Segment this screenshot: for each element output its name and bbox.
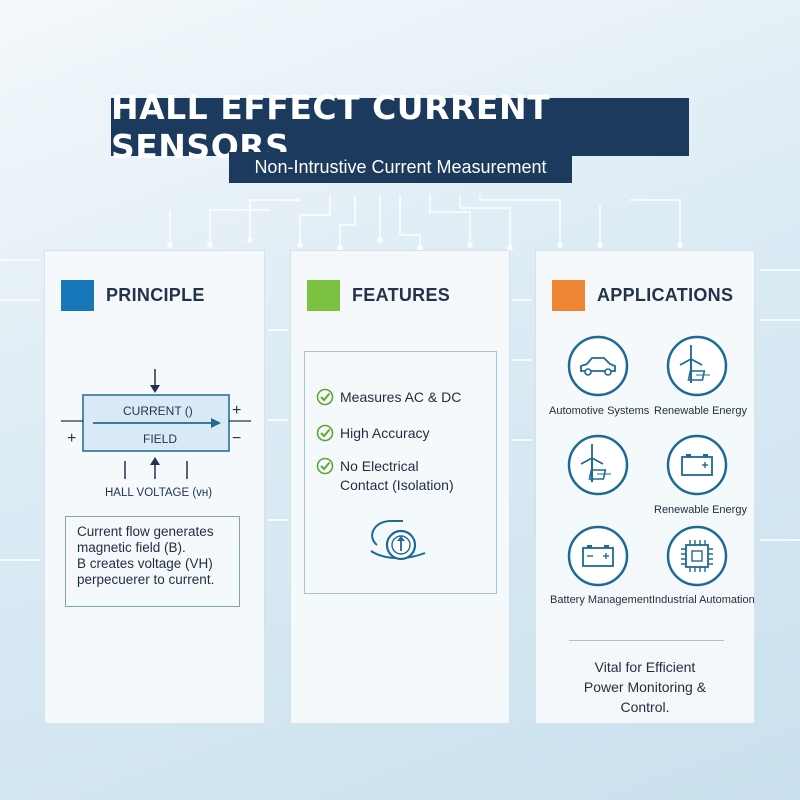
applications-header: APPLICATIONS: [552, 280, 733, 311]
applications-divider: [569, 640, 724, 641]
principle-description: Current flow generates magnetic field (B…: [65, 516, 240, 607]
description-line: B creates voltage (VH): [77, 556, 213, 571]
principle-header: PRINCIPLE: [61, 280, 205, 311]
app-label: Renewable Energy: [654, 504, 747, 516]
wind-solar-icon: [567, 434, 629, 496]
features-box: Measures AC & DC High Accuracy No Electr…: [304, 351, 497, 594]
app-label: Automotive Systems: [549, 405, 650, 417]
check-icon: [316, 424, 334, 442]
applications-heading: APPLICATIONS: [597, 285, 734, 305]
description-line: perpecuerer to current.: [77, 572, 215, 587]
applications-panel: APPLICATIONS Automotive Systems Renewabl…: [535, 250, 755, 724]
hall-voltage-label: HALL VOLTAGE (ᴠʜ): [105, 487, 213, 499]
applications-color-swatch: [552, 280, 585, 311]
features-heading: FEATURES: [352, 285, 451, 305]
features-panel: FEATURES Measures AC & DC High Accuracy …: [290, 250, 510, 724]
description-line: Current flow generates: [77, 524, 214, 539]
feature-item: Measures AC & DC: [316, 388, 461, 407]
battery-icon: [567, 525, 629, 587]
check-icon: [316, 457, 334, 475]
principle-color-swatch: [61, 280, 94, 311]
feature-label: Measures AC & DC: [340, 389, 462, 405]
car-icon: [567, 335, 629, 397]
principle-panel: PRINCIPLE CURRENT () FIELD + − + HALL VO…: [44, 250, 265, 724]
check-icon: [316, 388, 334, 406]
current-clamp-icon: [370, 520, 426, 561]
battery-icon: [666, 434, 728, 496]
applications-footer: Vital for Efficient Power Monitoring & C…: [583, 659, 707, 715]
app-label: Battery Management: [550, 594, 653, 606]
minus-right: −: [232, 430, 242, 447]
subtitle: Non-Intrustive Current Measurement: [229, 152, 572, 183]
plus-right: +: [232, 402, 242, 419]
wind-solar-icon: [666, 335, 728, 397]
feature-label: No Electrical Contact (Isolation): [340, 458, 454, 493]
features-header: FEATURES: [307, 280, 450, 311]
principle-heading: PRINCIPLE: [106, 285, 205, 305]
plus-left: +: [67, 430, 77, 447]
feature-item: No Electrical Contact (Isolation): [316, 457, 465, 495]
feature-label: High Accuracy: [340, 425, 430, 441]
app-label: Renewable Energy: [654, 405, 747, 417]
field-label: FIELD: [143, 432, 178, 446]
chip-icon: [666, 525, 728, 587]
hall-sensor-diagram: [61, 369, 251, 479]
description-line: magnetic field (B).: [77, 540, 186, 555]
current-label: CURRENT (): [123, 404, 193, 418]
app-label: Industrial Automation: [652, 594, 755, 606]
main-title: HALL EFFECT CURRENT SENSORS: [111, 88, 689, 166]
feature-item: High Accuracy: [316, 424, 429, 443]
features-color-swatch: [307, 280, 340, 311]
